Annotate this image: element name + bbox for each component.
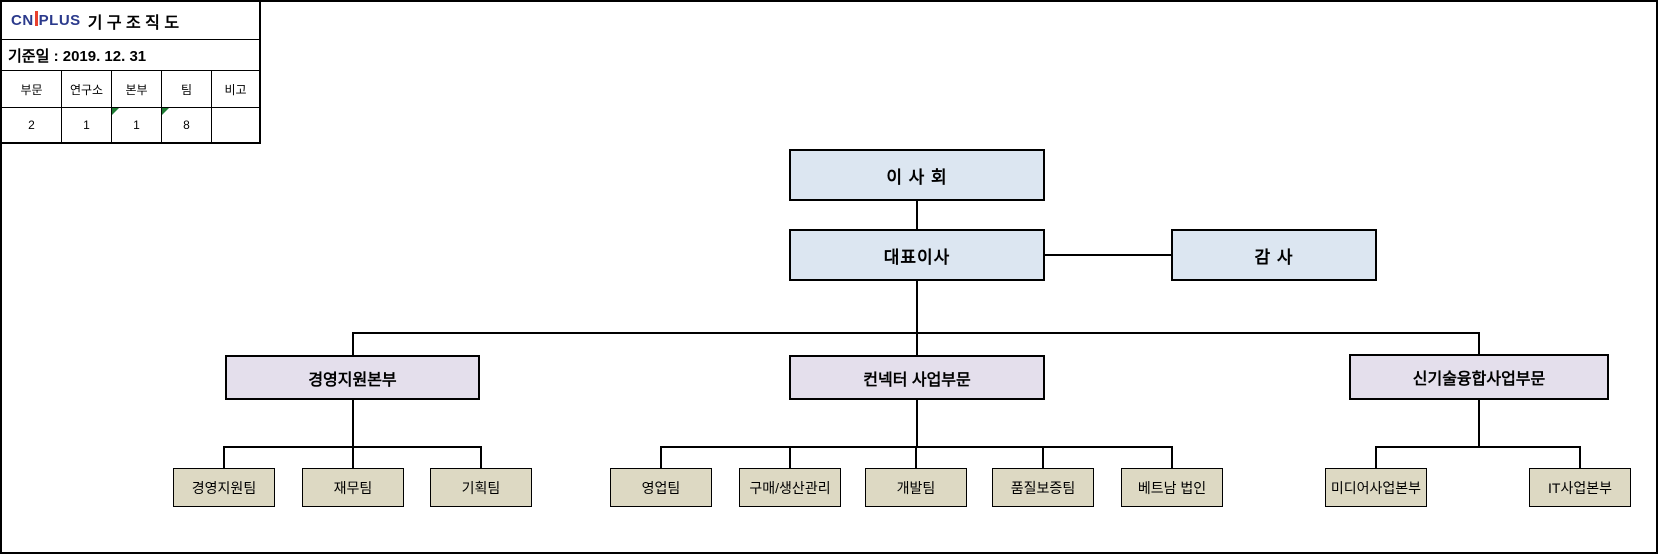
connector-division1-subbus xyxy=(352,400,354,446)
org-node-team: 기획팀 xyxy=(430,468,532,507)
connector-ceo-auditor xyxy=(1045,254,1171,256)
base-date: 기준일 : 2019. 12. 31 xyxy=(2,40,259,71)
excel-error-triangle-icon xyxy=(112,108,119,115)
connector-board-ceo xyxy=(916,201,918,229)
summary-value: 8 xyxy=(162,108,212,142)
summary-value: 2 xyxy=(2,108,62,142)
connector-drop-team xyxy=(1579,446,1581,468)
connector-drop-team xyxy=(352,446,354,468)
org-node-team: 영업팀 xyxy=(610,468,712,507)
col-header: 본부 xyxy=(112,71,162,107)
org-node-division-2: 컨넥터 사업부문 xyxy=(789,355,1045,400)
org-node-team: 재무팀 xyxy=(302,468,404,507)
logo-text-pre: CN xyxy=(11,12,34,29)
org-node-team: IT사업본부 xyxy=(1529,468,1631,507)
summary-value: 1 xyxy=(112,108,162,142)
org-node-team: 베트남 법인 xyxy=(1121,468,1223,507)
org-node-division-3: 신기술융합사업부문 xyxy=(1349,354,1609,400)
org-node-auditor: 감 사 xyxy=(1171,229,1377,281)
org-node-team: 경영지원팀 xyxy=(173,468,275,507)
summary-header-row: 부문 연구소 본부 팀 비고 xyxy=(2,71,259,108)
org-node-ceo: 대표이사 xyxy=(789,229,1045,281)
connector-subbus-3 xyxy=(1375,446,1581,448)
connector-division2-subbus xyxy=(916,400,918,446)
col-header: 팀 xyxy=(162,71,212,107)
connector-division3-subbus xyxy=(1478,400,1480,446)
org-node-board: 이 사 회 xyxy=(789,149,1045,201)
logo-text-post: PLUS xyxy=(38,12,81,29)
connector-ceo-bus xyxy=(916,281,918,332)
connector-drop-team xyxy=(480,446,482,468)
connector-drop-division-1 xyxy=(352,332,354,355)
excel-error-triangle-icon xyxy=(162,108,169,115)
col-header: 연구소 xyxy=(62,71,112,107)
connector-drop-division-2 xyxy=(916,332,918,355)
summary-value: 1 xyxy=(62,108,112,142)
connector-drop-team xyxy=(223,446,225,468)
connector-drop-team xyxy=(1042,446,1044,468)
org-node-team: 개발팀 xyxy=(865,468,967,507)
connector-drop-division-3 xyxy=(1478,332,1480,355)
connector-drop-team xyxy=(915,446,917,468)
summary-value xyxy=(212,108,259,142)
connector-drop-team xyxy=(1375,446,1377,468)
summary-value-text: 1 xyxy=(133,118,140,132)
col-header: 비고 xyxy=(224,82,247,97)
col-header: 부문 xyxy=(2,71,62,107)
summary-value-text: 8 xyxy=(183,118,190,132)
org-node-team: 품질보증팀 xyxy=(992,468,1094,507)
org-node-team: 미디어사업본부 xyxy=(1325,468,1427,507)
logo-accent-icon xyxy=(34,11,38,26)
org-node-team: 구매/생산관리 xyxy=(739,468,841,507)
summary-value-row: 2 1 1 8 xyxy=(2,108,259,142)
org-node-division-1: 경영지원본부 xyxy=(225,355,480,400)
connector-drop-team xyxy=(660,446,662,468)
connector-drop-team xyxy=(1171,446,1173,468)
connector-drop-team xyxy=(789,446,791,468)
document-title: 기 구 조 직 도 xyxy=(87,14,180,32)
